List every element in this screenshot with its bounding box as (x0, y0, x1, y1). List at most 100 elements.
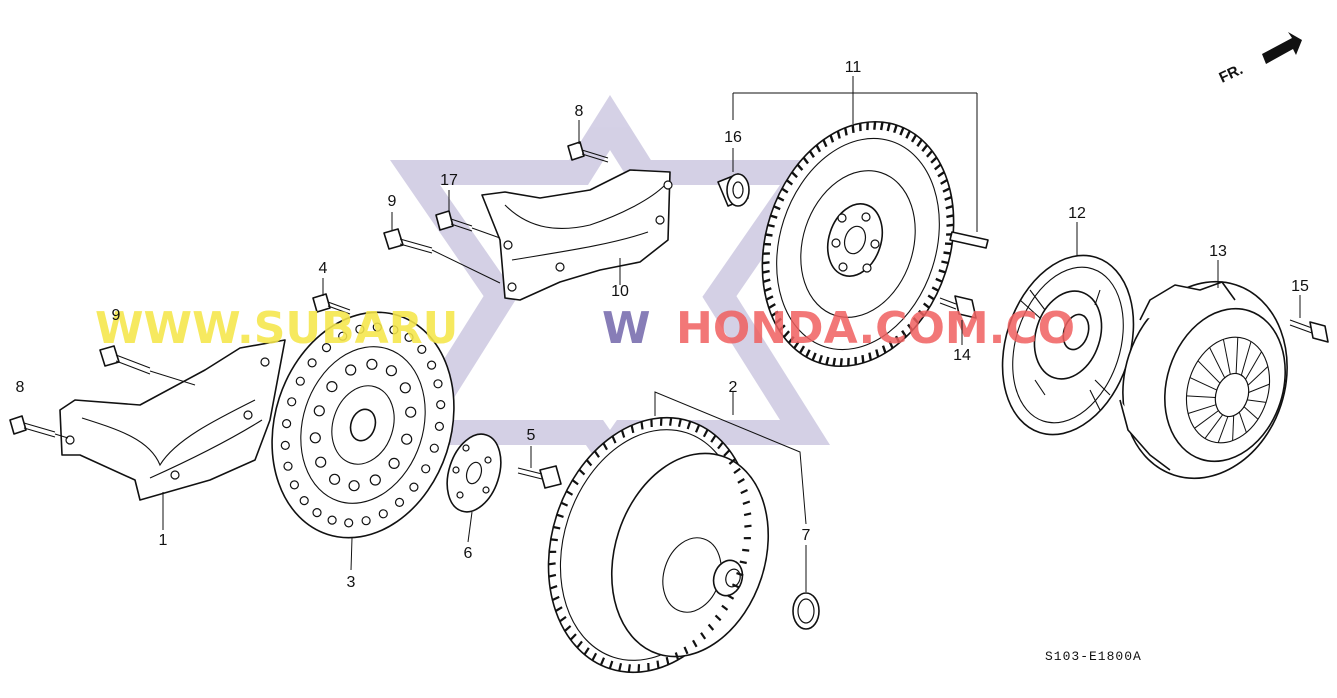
ring-gear-tooth (825, 356, 830, 365)
converter-tooth (736, 572, 744, 577)
converter-tooth (737, 478, 745, 484)
diaphragm-finger (1204, 414, 1224, 439)
plate-hole (329, 473, 341, 485)
callout-7: 7 (802, 527, 811, 544)
bolt-9-upper (383, 228, 501, 284)
converter-tooth (723, 449, 731, 457)
ring-gear-tooth (822, 139, 828, 148)
plate-hole (404, 332, 414, 342)
ring-gear-tooth (844, 127, 848, 136)
plate-hole (427, 360, 437, 370)
converter-tooth (674, 652, 680, 661)
converter-tooth (559, 616, 567, 623)
ring-gear-tooth (893, 124, 898, 134)
ring-gear-tooth (811, 352, 817, 361)
plate-hole (321, 343, 332, 353)
pilot-bearing (717, 173, 750, 207)
o-ring (792, 592, 820, 630)
leader-lines (162, 76, 1301, 592)
plate-hole (355, 324, 365, 334)
bolt-15 (1289, 319, 1329, 343)
callout-1: 1 (159, 532, 168, 549)
ring-gear-tooth (762, 261, 770, 265)
callout-3: 3 (347, 574, 356, 591)
ring-gear-tooth (875, 349, 880, 358)
diaphragm-finger (1217, 416, 1229, 443)
callout-17: 17 (440, 172, 458, 189)
ring-gear-tooth (829, 134, 835, 143)
ring-gear-tooth (937, 171, 945, 178)
converter-tooth (576, 640, 583, 649)
ring-gear-tooth (836, 130, 841, 139)
ring-gear-tooth (927, 294, 935, 301)
converter-tooth (728, 458, 736, 465)
diaphragm-finger (1186, 395, 1216, 398)
watermark-star-icon (390, 95, 830, 480)
converter-tooth (618, 662, 623, 672)
ring-gear-tooth (764, 287, 772, 293)
ring-gear-tooth (777, 196, 785, 202)
converter-tooth (717, 441, 724, 450)
plate-hole (405, 406, 417, 418)
callout-labels: 1 2 3 4 5 6 7 8 8 9 9 10 11 12 13 14 15 … (16, 59, 1309, 591)
ring-gear-tooth (765, 233, 773, 237)
converter-tooth (599, 657, 606, 666)
callout-11: 11 (845, 59, 862, 76)
clutch-disc (1001, 254, 1135, 436)
ring-gear-tooth (934, 163, 942, 171)
callout-10: 10 (611, 283, 629, 300)
ring-gear-tooth (785, 179, 794, 186)
converter-tooth (564, 625, 572, 632)
ring-gear-tooth (767, 223, 775, 228)
ring-gear-tooth (868, 352, 872, 361)
ring-gear-tooth (765, 295, 774, 301)
ring-gear-tooth (918, 309, 925, 317)
converter-tooth (548, 573, 557, 578)
ring-gear-tooth (922, 302, 931, 309)
ring-gear-tooth (881, 345, 887, 354)
converter-tooth (640, 421, 644, 430)
ring-gear-tooth (815, 144, 822, 153)
plate-hole (434, 421, 444, 431)
diaphragm-finger (1248, 383, 1270, 393)
plate-hole (309, 432, 321, 444)
ring-gear-tooth (805, 349, 811, 358)
plate-hole (366, 358, 378, 370)
ring-gear-tooth (888, 340, 894, 349)
plate-hole (429, 443, 439, 453)
upper-cover-plate (481, 169, 673, 301)
converter-tooth (578, 468, 586, 476)
callout-14: 14 (953, 347, 971, 364)
plate-hole (287, 397, 297, 407)
plate-hole (401, 433, 413, 445)
converter-tooth (553, 525, 561, 530)
ring-gear-tooth (796, 163, 804, 171)
ring-gear-tooth (946, 214, 954, 219)
callout-8-left: 8 (16, 379, 25, 396)
ring-gear-tooth (879, 121, 884, 131)
ring-gear-tooth (773, 205, 781, 211)
ring-gear-tooth (886, 123, 891, 132)
ring-gear-tooth (930, 156, 938, 164)
ring-gear-tooth (798, 345, 806, 354)
plate-hole (307, 358, 317, 368)
plate-hole (389, 325, 399, 335)
converter-tooth (608, 660, 614, 669)
converter-tooth (726, 594, 735, 600)
ring-gear-tooth (921, 144, 929, 152)
watermark-text: WWW.SUBARU W HONDA.COM.CO (95, 303, 1075, 354)
converter-tooth (549, 585, 558, 590)
bolt-8-left (9, 415, 69, 439)
ring-gear-tooth (907, 323, 914, 332)
callout-9-left: 9 (112, 307, 121, 324)
diaphragm-finger (1240, 341, 1252, 376)
ring-gear-tooth (941, 260, 949, 265)
converter-tooth (739, 560, 747, 565)
ring-gear-tooth (778, 324, 786, 332)
converter-tooth (669, 417, 673, 426)
torque-converter (547, 416, 770, 674)
plate-hole (283, 461, 293, 471)
diaphragm-finger (1245, 351, 1262, 380)
ring-gear-tooth (942, 187, 951, 193)
